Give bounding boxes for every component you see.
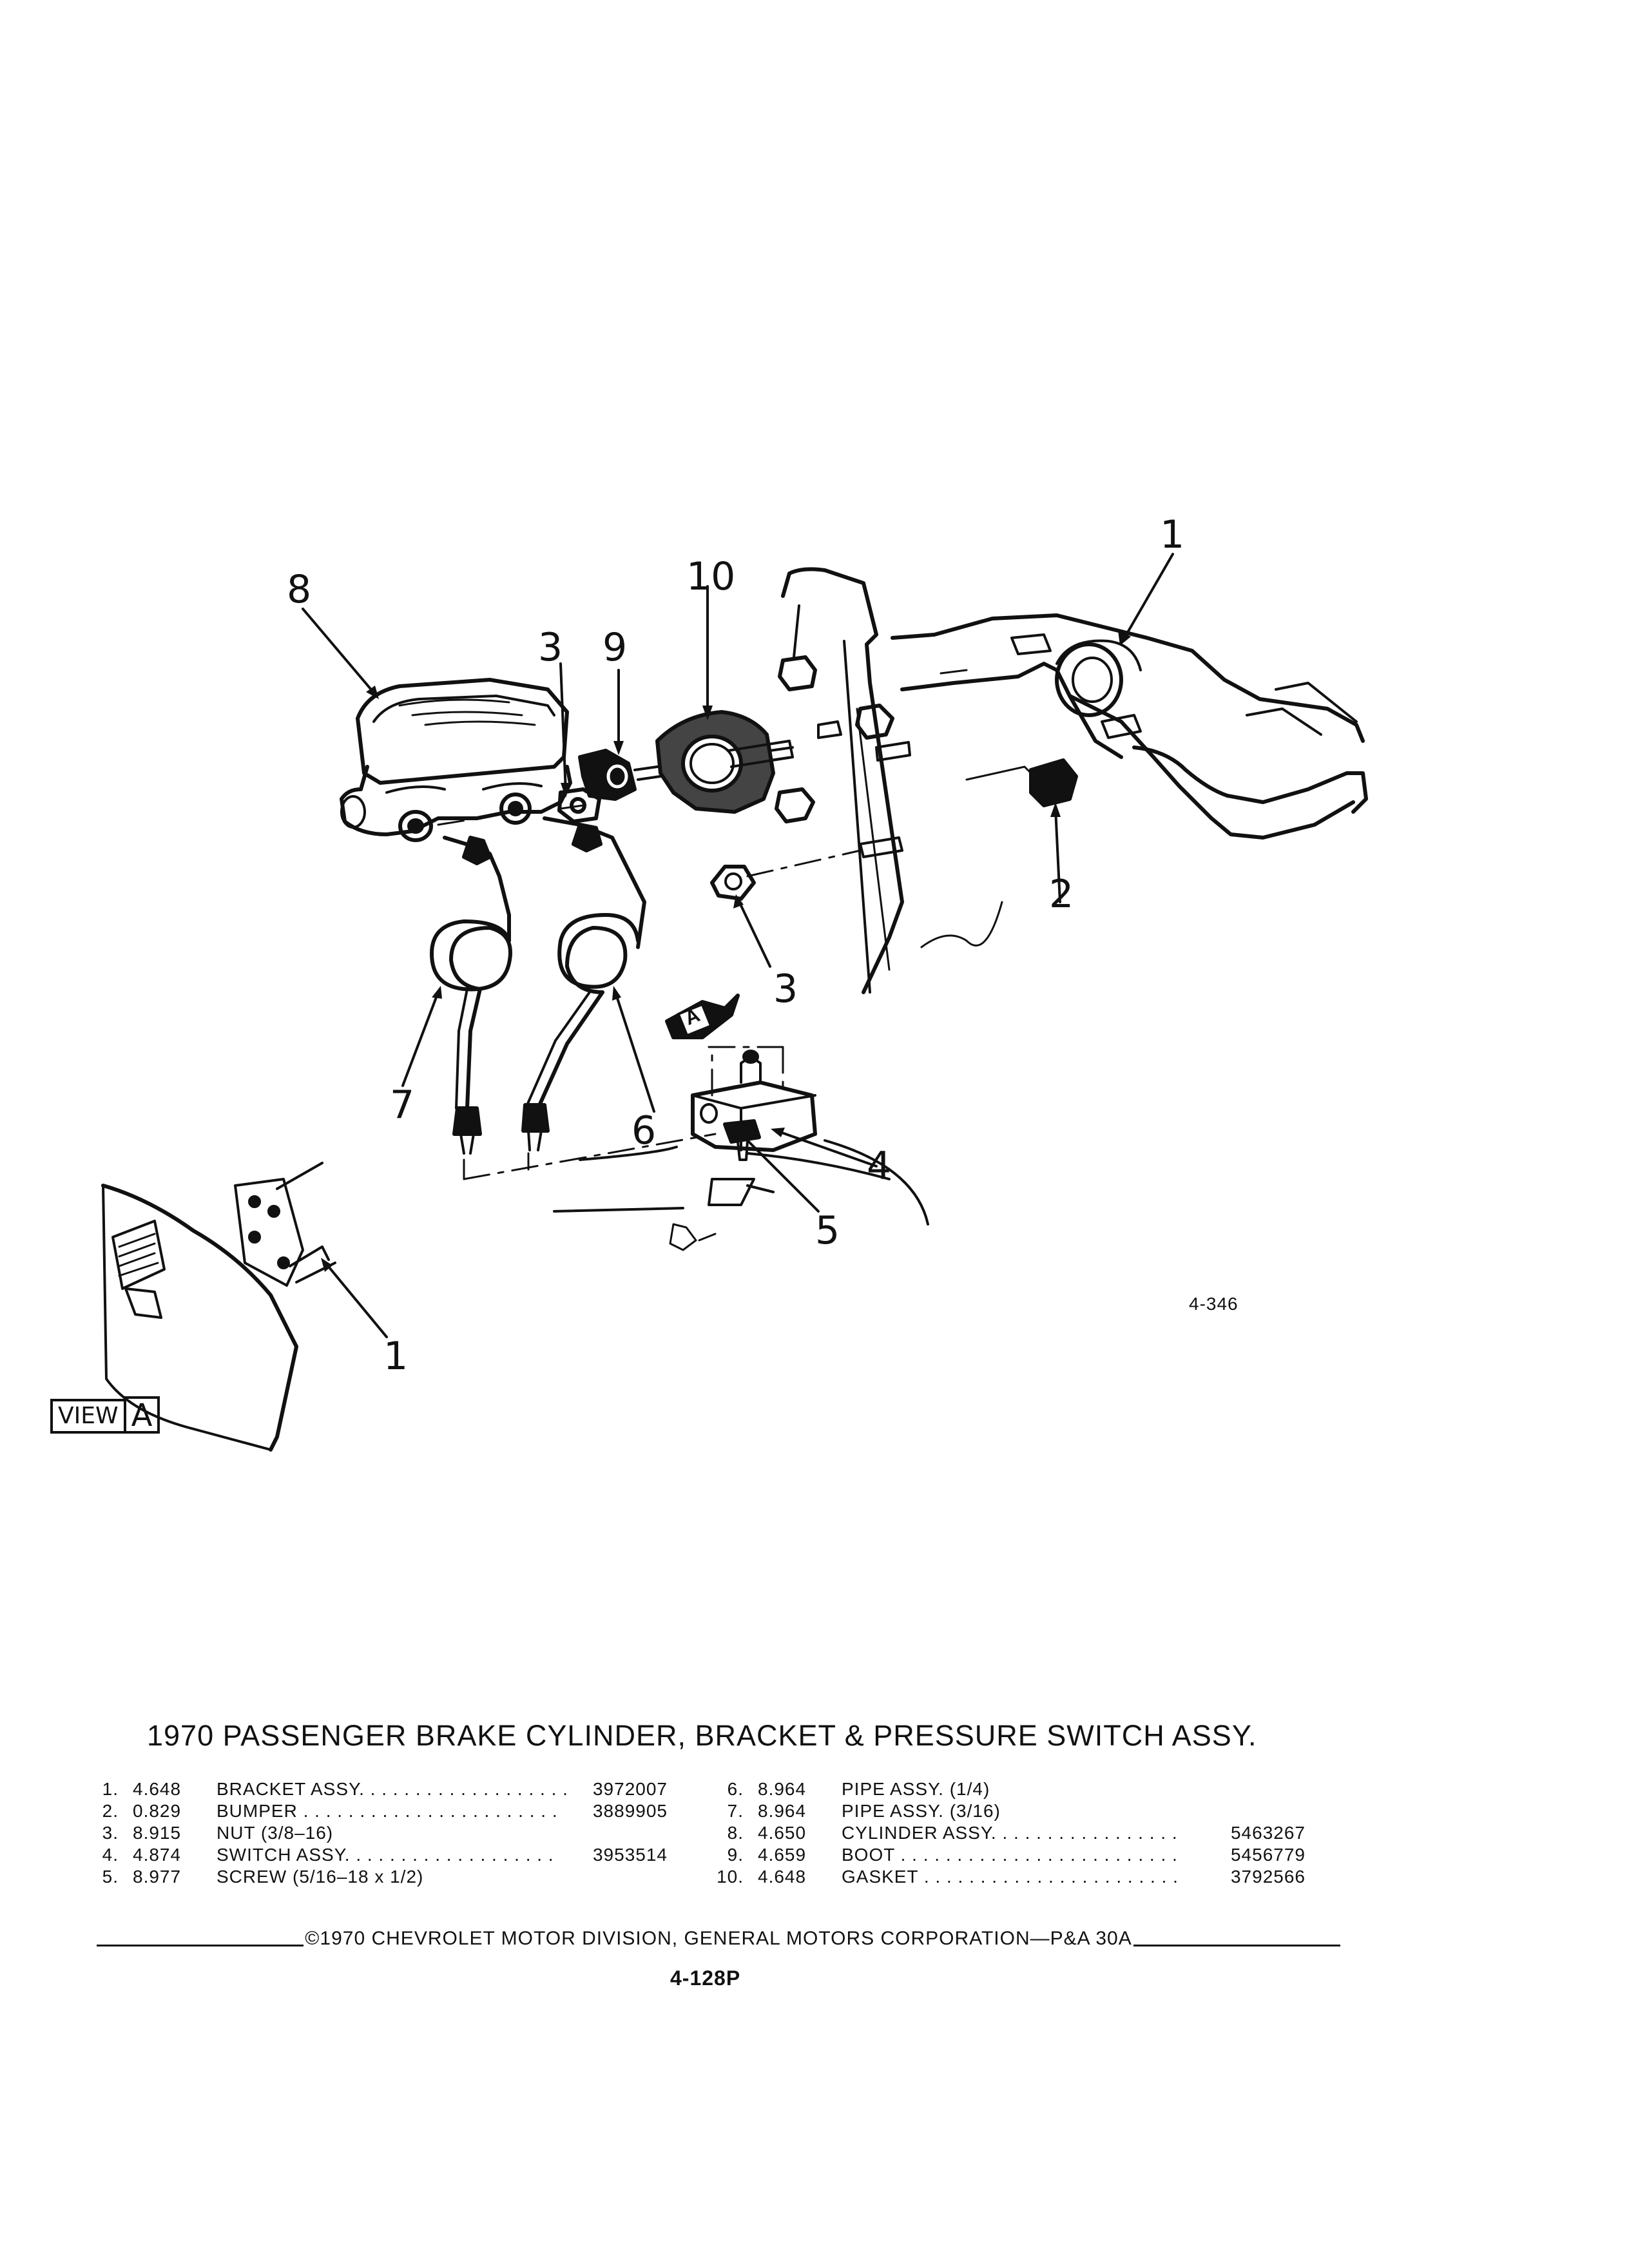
leader-lines — [302, 553, 1174, 1338]
part-description: BUMPER . . . . . . . . . . . . . . . . .… — [217, 1801, 558, 1821]
part-description: PIPE ASSY. (3/16) — [842, 1801, 1001, 1821]
line-number: 3. — [102, 1823, 119, 1843]
firewall-panel — [781, 567, 1003, 994]
callout-2-bumper: 2 — [1049, 872, 1074, 917]
group-code: 4.659 — [758, 1845, 807, 1865]
part-number — [590, 1866, 668, 1888]
group-code: 4.650 — [758, 1823, 807, 1843]
part-number: 5456779 — [1230, 1845, 1306, 1865]
part-description: PIPE ASSY. (1/4) — [842, 1779, 990, 1799]
line-number: 1. — [102, 1779, 119, 1799]
callout-1-bracket: 1 — [1160, 512, 1185, 557]
copyright-footer: ©1970 CHEVROLET MOTOR DIVISION, GENERAL … — [97, 1928, 1340, 1950]
callout-3-lower: 3 — [773, 966, 798, 1012]
table-row: 6. 8.964 PIPE ASSY. (1/4) — [715, 1778, 1306, 1800]
brake-pipes — [430, 816, 646, 1155]
part-description: SCREW (5/16–18 x 1/2) — [217, 1867, 424, 1887]
callout-7-pipe: 7 — [390, 1082, 415, 1128]
view-label-word: VIEW — [50, 1399, 124, 1434]
view-a-label: VIEW A — [50, 1396, 160, 1434]
footer-rule-right — [1133, 1944, 1340, 1946]
part-number: 3972007 — [592, 1779, 668, 1799]
pushrod-boot-gasket — [557, 710, 911, 823]
parts-list-right: 6. 8.964 PIPE ASSY. (1/4) 7. 8.964 PIPE … — [715, 1778, 1306, 1888]
part-number: 3953514 — [592, 1845, 668, 1865]
part-number: 3792566 — [1230, 1867, 1306, 1887]
callout-5-screw: 5 — [815, 1208, 840, 1253]
table-row: 2. 0.829 BUMPER . . . . . . . . . . . . … — [90, 1800, 668, 1822]
footer-rule-left — [97, 1944, 304, 1946]
master-cylinder — [340, 678, 572, 842]
callout-6-pipe: 6 — [631, 1108, 657, 1153]
group-code: 8.977 — [133, 1867, 182, 1887]
group-code: 4.874 — [133, 1845, 182, 1865]
pedal-bracket — [891, 613, 1368, 840]
table-row: 10. 4.648 GASKET . . . . . . . . . . . .… — [715, 1866, 1306, 1888]
line-number: 4. — [102, 1845, 119, 1865]
table-row: 8. 4.650 CYLINDER ASSY. . . . . . . . . … — [715, 1822, 1306, 1844]
part-number: 5463267 — [1230, 1823, 1306, 1843]
part-description: GASKET . . . . . . . . . . . . . . . . .… — [842, 1867, 1179, 1887]
part-description: BOOT . . . . . . . . . . . . . . . . . .… — [842, 1845, 1178, 1865]
figure-number: 4-346 — [1189, 1294, 1239, 1314]
table-row: 5. 8.977 SCREW (5/16–18 x 1/2) — [90, 1866, 668, 1888]
copyright-text: ©1970 CHEVROLET MOTOR DIVISION, GENERAL … — [305, 1928, 1132, 1949]
mounting-nuts — [710, 655, 903, 901]
callout-9-boot: 9 — [602, 625, 628, 670]
table-row: 9. 4.659 BOOT . . . . . . . . . . . . . … — [715, 1844, 1306, 1866]
line-number: 10. — [717, 1867, 744, 1887]
line-number: 5. — [102, 1867, 119, 1887]
group-code: 4.648 — [133, 1779, 182, 1799]
table-row: 4. 4.874 SWITCH ASSY. . . . . . . . . . … — [90, 1844, 668, 1866]
line-number: 2. — [102, 1801, 119, 1821]
table-row: 1. 4.648 BRACKET ASSY. . . . . . . . . .… — [90, 1778, 668, 1800]
part-number — [1228, 1778, 1306, 1800]
view-a-inset-drawing — [101, 1162, 336, 1452]
bumper-part — [1029, 758, 1078, 807]
group-code: 8.964 — [758, 1801, 807, 1821]
callout-4-switch: 4 — [867, 1144, 892, 1189]
part-description: NUT (3/8–16) — [217, 1823, 334, 1843]
table-row: 3. 8.915 NUT (3/8–16) — [90, 1822, 668, 1844]
group-code: 0.829 — [133, 1801, 182, 1821]
part-description: CYLINDER ASSY. . . . . . . . . . . . . .… — [842, 1823, 1178, 1843]
callout-8-cylinder: 8 — [287, 567, 312, 612]
center-lines — [437, 804, 862, 1180]
line-number: 6. — [727, 1779, 744, 1799]
group-code: 8.964 — [758, 1779, 807, 1799]
callout-3-upper: 3 — [538, 625, 563, 670]
line-number: 7. — [727, 1801, 744, 1821]
line-number: 8. — [727, 1823, 744, 1843]
page-title: 1970 PASSENGER BRAKE CYLINDER, BRACKET &… — [147, 1719, 1257, 1752]
group-code: 8.915 — [133, 1823, 182, 1843]
part-description: BRACKET ASSY. . . . . . . . . . . . . . … — [217, 1779, 568, 1799]
view-label-letter: A — [123, 1396, 160, 1434]
part-number — [1228, 1800, 1306, 1822]
part-description: SWITCH ASSY. . . . . . . . . . . . . . .… — [217, 1845, 554, 1865]
line-number: 9. — [727, 1845, 744, 1865]
callout-10-gasket: 10 — [686, 554, 736, 599]
ground-lines — [553, 1139, 929, 1251]
callout-1-view-a: 1 — [383, 1334, 409, 1379]
page-number: 4-128P — [670, 1966, 741, 1990]
leader-arrowheads — [321, 630, 1131, 1272]
part-number: 3889905 — [592, 1801, 668, 1821]
table-row: 7. 8.964 PIPE ASSY. (3/16) — [715, 1800, 1306, 1822]
view-a-marker-arrow — [665, 994, 740, 1039]
group-code: 4.648 — [758, 1867, 807, 1887]
part-number — [590, 1822, 668, 1844]
parts-list-left: 1. 4.648 BRACKET ASSY. . . . . . . . . .… — [90, 1778, 668, 1888]
